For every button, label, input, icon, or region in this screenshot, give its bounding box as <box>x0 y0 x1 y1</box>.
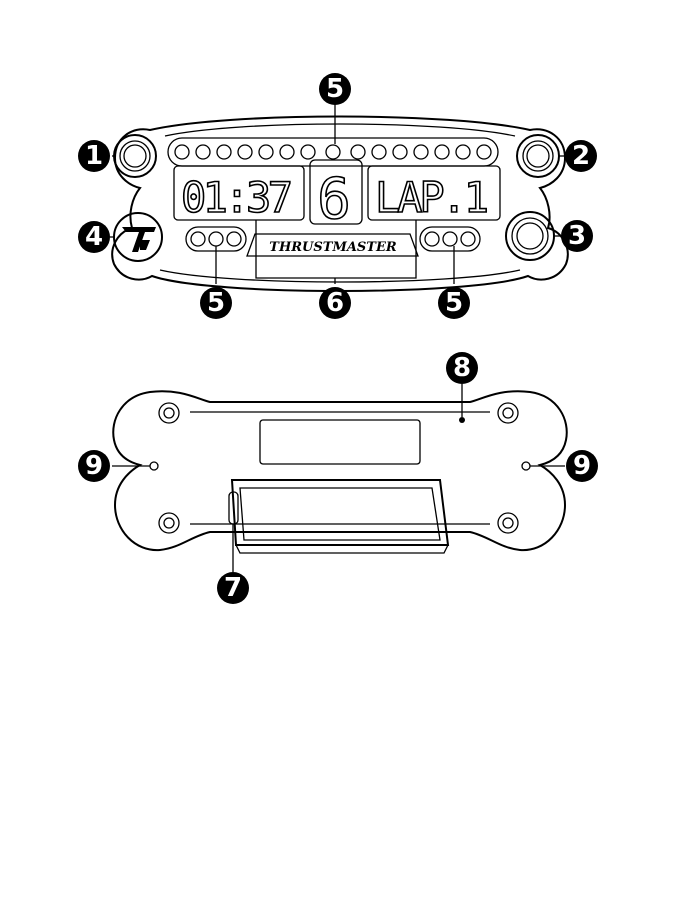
back-view <box>112 384 567 572</box>
callout-9-left: 9 <box>78 450 110 482</box>
brand-label: THRUSTMASTER <box>269 240 397 255</box>
svg-text:7: 7 <box>224 573 242 603</box>
led-top <box>175 145 189 159</box>
led-left <box>209 232 223 246</box>
callout-5-right: 5 <box>438 287 470 319</box>
callout-5-top: 5 <box>319 73 351 105</box>
center-digit: 6 <box>317 167 355 232</box>
led-top <box>477 145 491 159</box>
screw-hole-bottom-left <box>159 513 179 533</box>
led-top <box>196 145 210 159</box>
callout-9-right: 9 <box>566 450 598 482</box>
knob-top-left[interactable] <box>114 135 156 177</box>
callout-1: 1 <box>78 140 110 172</box>
label-recess <box>260 420 420 464</box>
led-top <box>372 145 386 159</box>
callout-3: 3 <box>561 220 593 252</box>
screw-hole-bottom-right <box>498 513 518 533</box>
svg-text:1: 1 <box>85 141 103 171</box>
callout-6: 6 <box>319 287 351 319</box>
led-left <box>227 232 241 246</box>
led-top <box>217 145 231 159</box>
led-top <box>393 145 407 159</box>
callout-7: 7 <box>217 572 249 604</box>
svg-text:5: 5 <box>445 288 463 318</box>
left-display-text: 01:37 <box>181 173 297 222</box>
knob-bottom-right[interactable] <box>506 212 554 260</box>
screw-hole-top-right <box>498 403 518 423</box>
thrustmaster-logo-icon <box>122 227 156 252</box>
battery-compartment <box>232 480 448 545</box>
screw-hole-top-left <box>159 403 179 423</box>
svg-text:5: 5 <box>326 74 344 104</box>
svg-text:8: 8 <box>453 353 471 383</box>
right-display-text: LAP.1 <box>375 173 493 222</box>
led-top <box>238 145 252 159</box>
logo-button[interactable] <box>114 213 162 261</box>
led-right <box>443 232 457 246</box>
mount-hole-left <box>150 462 158 470</box>
led-top <box>456 145 470 159</box>
led-right <box>425 232 439 246</box>
svg-text:6: 6 <box>326 288 344 318</box>
led-left <box>191 232 205 246</box>
svg-text:5: 5 <box>207 288 225 318</box>
svg-text:4: 4 <box>85 222 103 252</box>
top-leds <box>175 145 491 159</box>
svg-text:3: 3 <box>568 221 586 251</box>
led-top <box>351 145 365 159</box>
callout-4: 4 <box>78 221 110 253</box>
led-top <box>280 145 294 159</box>
knob-top-right[interactable] <box>517 135 559 177</box>
led-right <box>461 232 475 246</box>
callout-8: 8 <box>446 352 478 384</box>
led-top <box>301 145 315 159</box>
led-top <box>414 145 428 159</box>
reset-button[interactable] <box>459 417 465 423</box>
callout-5-left: 5 <box>200 287 232 319</box>
callout-2: 2 <box>565 140 597 172</box>
mount-hole-right <box>522 462 530 470</box>
led-top <box>435 145 449 159</box>
svg-text:9: 9 <box>573 451 591 481</box>
led-top <box>326 145 340 159</box>
right-led-group <box>420 227 480 251</box>
svg-text:2: 2 <box>572 141 590 171</box>
led-top <box>259 145 273 159</box>
svg-text:9: 9 <box>85 451 103 481</box>
front-view: 01:37 6 LAP.1 THRUSTMASTER <box>110 104 568 291</box>
